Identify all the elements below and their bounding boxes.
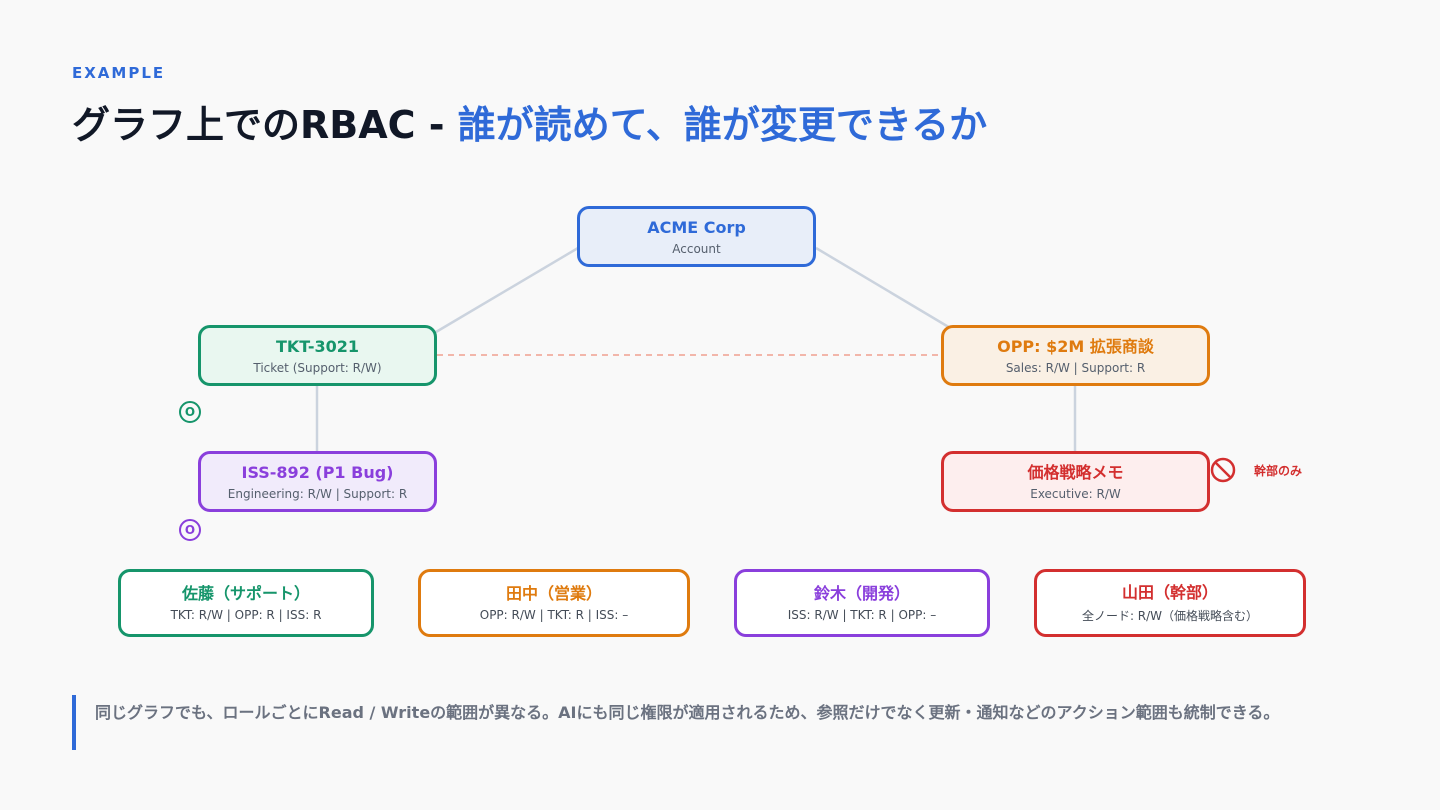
note-accent-bar	[72, 695, 76, 750]
user-card-tanaka[interactable]: 田中（営業） OPP: R/W | TKT: R | ISS: –	[418, 569, 690, 637]
node-opportunity[interactable]: OPP: $2M 拡張商談 Sales: R/W | Support: R	[941, 325, 1210, 386]
title-main: グラフ上でのRBAC -	[72, 103, 458, 147]
user-perms: ISS: R/W | TKT: R | OPP: –	[787, 608, 937, 622]
node-memo[interactable]: 価格戦略メモ Executive: R/W	[941, 451, 1210, 512]
user-perms: TKT: R/W | OPP: R | ISS: R	[170, 608, 322, 622]
node-ticket[interactable]: TKT-3021 Ticket (Support: R/W)	[198, 325, 437, 386]
node-account[interactable]: ACME Corp Account	[577, 206, 816, 267]
user-perms: OPP: R/W | TKT: R | ISS: –	[479, 608, 629, 622]
node-opportunity-title: OPP: $2M 拡張商談	[997, 336, 1154, 356]
node-memo-sub: Executive: R/W	[1030, 486, 1121, 501]
node-account-title: ACME Corp	[647, 217, 746, 237]
memo-deny-label: 幹部のみ	[1254, 464, 1303, 478]
node-memo-title: 価格戦略メモ	[1027, 462, 1124, 482]
edge-account-ticket	[435, 246, 579, 334]
node-issue[interactable]: ISS-892 (P1 Bug) Engineering: R/W | Supp…	[198, 451, 437, 512]
footnote: 同じグラフでも、ロールごとにRead / Writeの範囲が異なる。AIにも同じ…	[95, 703, 1280, 722]
node-issue-title: ISS-892 (P1 Bug)	[241, 462, 394, 482]
user-card-suzuki[interactable]: 鈴木（開発） ISS: R/W | TKT: R | OPP: –	[734, 569, 990, 637]
ticket-access-marker: O	[179, 401, 201, 423]
user-perms: 全ノード: R/W（価格戦略含む）	[1081, 608, 1259, 623]
page-title: グラフ上でのRBAC - 誰が読めて、誰が変更できるか	[72, 94, 987, 149]
issue-access-marker: O	[179, 519, 201, 541]
node-issue-sub: Engineering: R/W | Support: R	[227, 486, 408, 501]
node-ticket-sub: Ticket (Support: R/W)	[253, 360, 382, 375]
node-account-sub: Account	[672, 241, 721, 256]
user-card-yamada[interactable]: 山田（幹部） 全ノード: R/W（価格戦略含む）	[1034, 569, 1306, 637]
node-opportunity-sub: Sales: R/W | Support: R	[1005, 360, 1146, 375]
user-name: 佐藤（サポート）	[181, 584, 310, 603]
user-card-sato[interactable]: 佐藤（サポート） TKT: R/W | OPP: R | ISS: R	[118, 569, 374, 637]
edge-account-opportunity	[815, 246, 958, 334]
user-name: 田中（営業）	[505, 584, 602, 603]
no-entry-icon	[1210, 457, 1236, 483]
node-ticket-title: TKT-3021	[275, 336, 360, 356]
title-highlight: 誰が読めて、誰が変更できるか	[457, 103, 988, 147]
user-name: 鈴木（開発）	[813, 584, 910, 603]
eyebrow-label: EXAMPLE	[72, 64, 166, 82]
user-name: 山田（幹部）	[1121, 582, 1218, 602]
